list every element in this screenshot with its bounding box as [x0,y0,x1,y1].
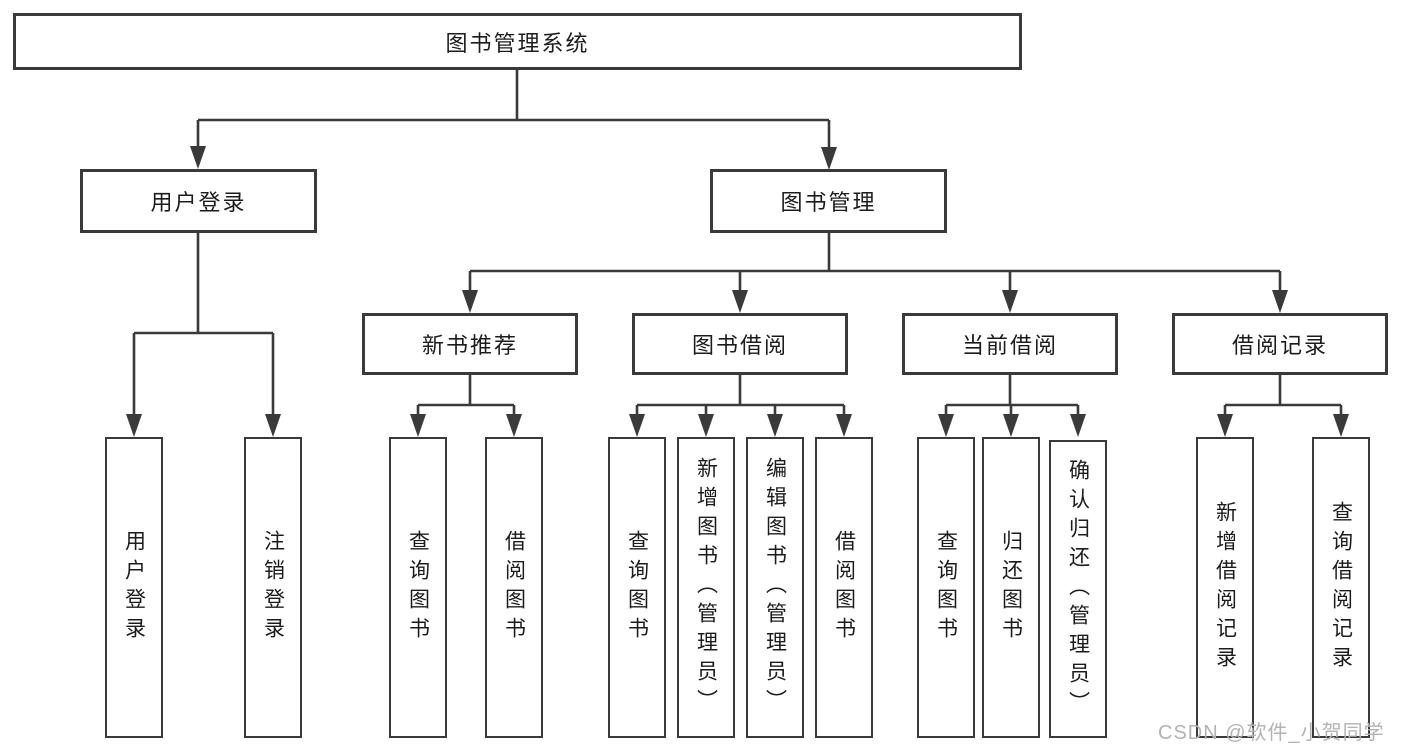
leaf-newrec-query-books: 查询图书 [389,437,447,738]
leaf-borrow-edit-books-admin: 编辑图书（管理员） [746,437,804,738]
leaf-borrow-add-books-admin: 新增图书（管理员） [677,437,735,738]
node-book-management-branch: 图书管理 [710,169,947,233]
node-user-login-branch: 用户登录 [80,169,317,233]
node-root-system: 图书管理系统 [13,13,1022,70]
leaf-logout: 注销登录 [244,437,302,738]
csdn-watermark: CSDN @软件_小贺同学 [1158,722,1385,744]
leaf-records-query-record: 查询借阅记录 [1312,437,1370,738]
leaf-current-return-books: 归还图书 [982,437,1040,738]
node-book-borrowing: 图书借阅 [632,313,848,375]
node-new-book-recommendation: 新书推荐 [362,313,578,375]
leaf-borrow-query-books: 查询图书 [608,437,666,738]
node-borrowing-records: 借阅记录 [1172,313,1388,375]
node-current-borrowing: 当前借阅 [902,313,1118,375]
leaf-current-confirm-return-admin: 确认归还（管理员） [1049,440,1107,738]
leaf-newrec-borrow-books: 借阅图书 [485,437,543,738]
leaf-user-login: 用户登录 [105,437,163,738]
leaf-current-query-books: 查询图书 [917,437,975,738]
leaf-records-add-record: 新增借阅记录 [1196,437,1254,738]
leaf-borrow-borrow-books: 借阅图书 [815,437,873,738]
